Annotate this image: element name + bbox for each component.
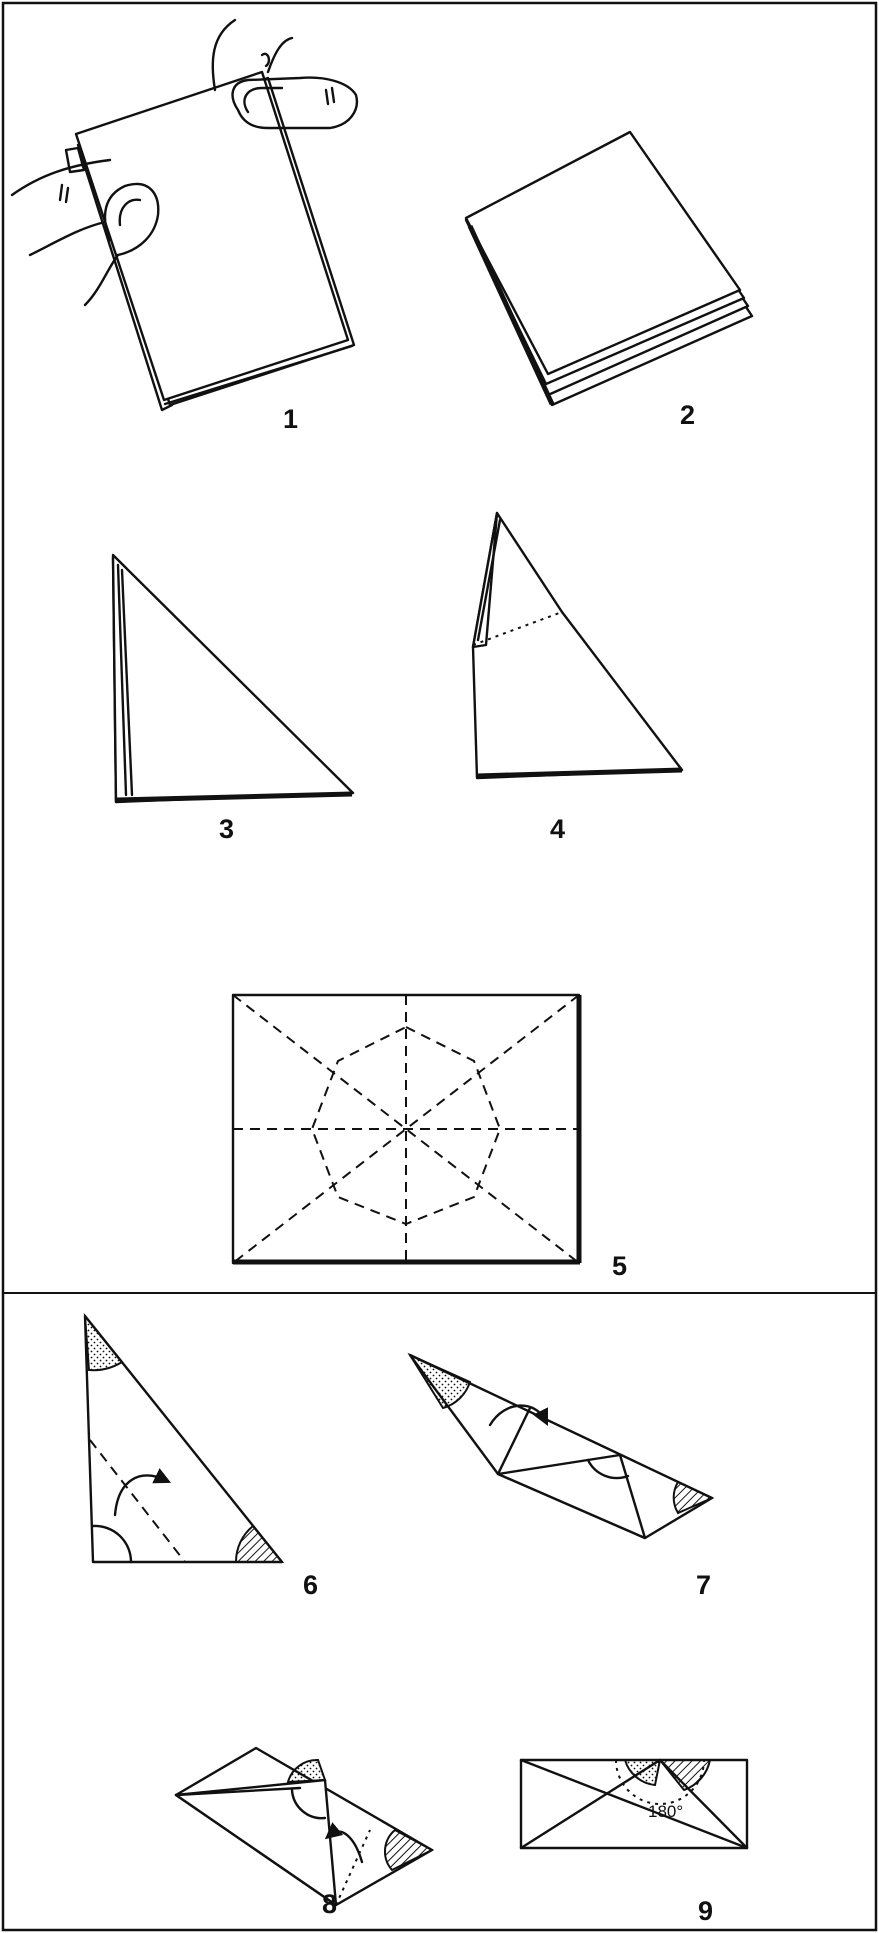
hatched-corner-right (234, 1524, 285, 1563)
figure-4-number: 4 (550, 814, 565, 844)
open-angle (586, 1458, 630, 1480)
fold-arrow-icon (113, 1468, 172, 1517)
figure-2-squared-stack: 2 (464, 130, 754, 430)
figure-7-partial-fold: 7 (407, 1352, 715, 1600)
figure-6-number: 6 (303, 1570, 318, 1600)
hatched-corner (672, 1480, 715, 1515)
figure-7-number: 7 (696, 1570, 711, 1600)
fold-arrow-icon (488, 1404, 549, 1427)
open-angle-left (91, 1524, 133, 1564)
right-hand-icon (211, 18, 359, 130)
figure-8-rhombus-fold: 8 (174, 1746, 435, 1919)
figure-5-number: 5 (612, 1251, 627, 1281)
figure-1-number: 1 (283, 404, 298, 434)
figure-1-stack-in-hands: 1 (10, 18, 359, 434)
figure-6-marked-triangle: 6 (83, 1312, 318, 1600)
stippled-corner (286, 1758, 327, 1784)
figure-8-number: 8 (322, 1889, 337, 1919)
figure-3-triangle-fold: 3 (111, 553, 355, 844)
open-angle (290, 1788, 327, 1820)
figure-9-rectangle-180: 180° 9 (519, 1758, 749, 1926)
hatched-corner (383, 1828, 435, 1872)
figure-4-folded-triangle: 4 (471, 511, 684, 844)
stippled-corner-top (83, 1312, 124, 1372)
figure-9-number: 9 (698, 1896, 713, 1926)
angle-180-label: 180° (648, 1802, 683, 1821)
figure-3-number: 3 (219, 814, 234, 844)
fold-arrow-icon (324, 1822, 364, 1864)
left-hand-icon (10, 146, 160, 307)
hatched-angle (657, 1759, 712, 1792)
figure-2-number: 2 (680, 400, 695, 430)
stippled-angle (623, 1759, 662, 1787)
stippled-corner (407, 1352, 472, 1410)
figure-5-crease-pattern: 5 (231, 993, 627, 1281)
